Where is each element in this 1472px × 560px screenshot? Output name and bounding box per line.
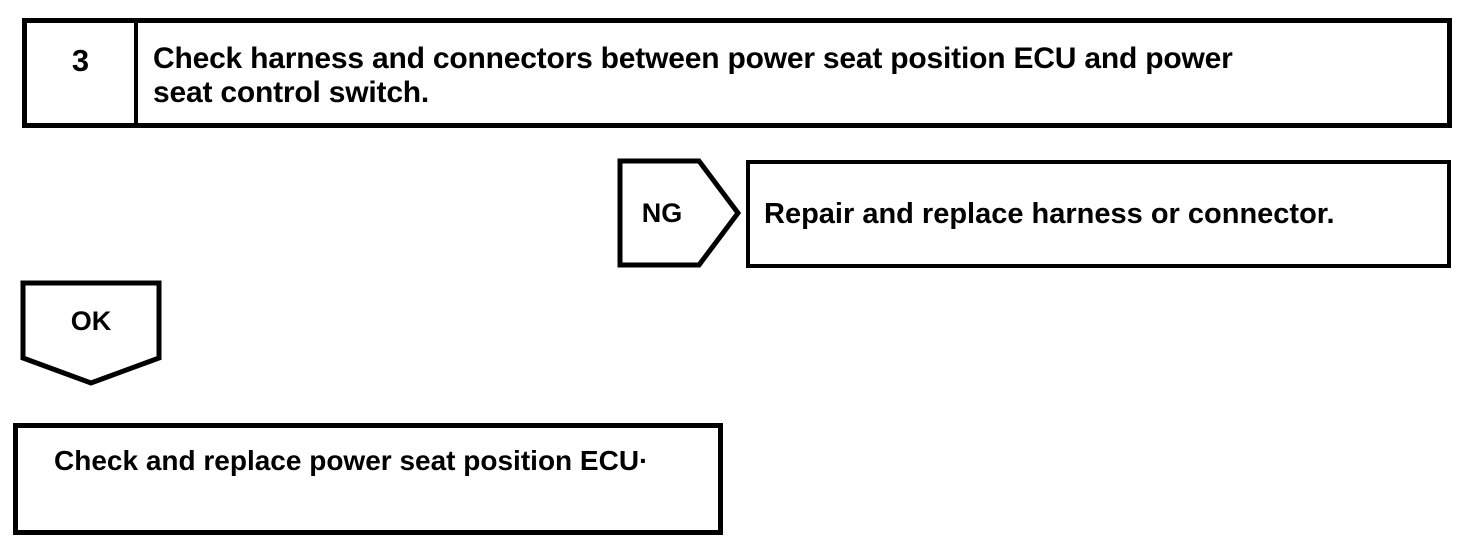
ng-pentagon-icon: [617, 158, 741, 268]
ng-action-box: Repair and replace harness or connector.: [746, 160, 1451, 268]
ok-connector: OK: [20, 280, 162, 386]
ok-pentagon-icon: [20, 280, 162, 386]
ng-connector: NG: [617, 158, 741, 268]
step-instruction: Check harness and connectors between pow…: [153, 42, 1233, 109]
result-box: Check and replace power seat position EC…: [13, 423, 723, 535]
result-action-text: Check and replace power seat position EC…: [54, 445, 649, 476]
step-number: 3: [27, 23, 138, 123]
ng-label: NG: [641, 197, 683, 228]
ok-label: OK: [70, 306, 112, 336]
ng-action-text: Repair and replace harness or connector.: [764, 197, 1335, 230]
step-box: 3 Check harness and connectors between p…: [22, 18, 1452, 128]
